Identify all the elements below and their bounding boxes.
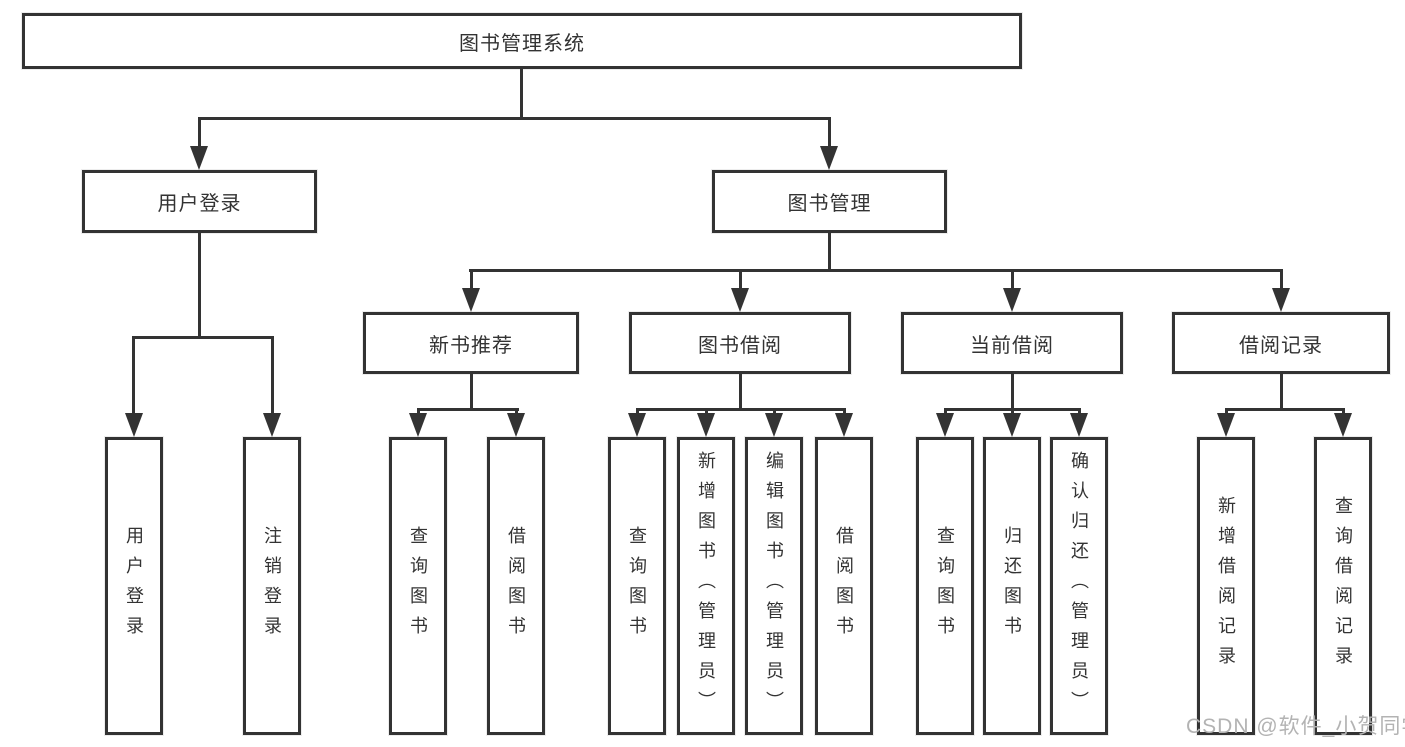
- arrow-down-icon: [1070, 413, 1088, 437]
- leaf-label: 新增图书（管理员）: [696, 451, 716, 721]
- connector-line: [132, 336, 135, 416]
- node-label: 借阅记录: [1239, 334, 1323, 357]
- leaf-label: 借阅图书: [834, 526, 854, 646]
- node-current-borrowing: 当前借阅: [901, 312, 1123, 374]
- arrow-down-icon: [697, 413, 715, 437]
- leaf-label: 查询借阅记录: [1333, 496, 1353, 676]
- connector-line: [198, 117, 201, 147]
- leaf-label: 注销登录: [262, 526, 282, 646]
- arrow-down-icon: [263, 413, 281, 437]
- leaf-user-login: 用户登录: [105, 437, 163, 735]
- node-label: 图书管理系统: [459, 32, 585, 55]
- leaf-borrow-books-recommend: 借阅图书: [487, 437, 545, 735]
- connector-line: [271, 336, 274, 416]
- connector-line: [417, 408, 519, 411]
- arrow-down-icon: [731, 288, 749, 312]
- arrow-down-icon: [820, 146, 838, 170]
- connector-line: [515, 408, 518, 416]
- connector-line: [198, 117, 831, 120]
- arrow-down-icon: [409, 413, 427, 437]
- arrow-down-icon: [1272, 288, 1290, 312]
- leaf-label: 借阅图书: [506, 526, 526, 646]
- arrow-down-icon: [936, 413, 954, 437]
- leaf-label: 归还图书: [1002, 526, 1022, 646]
- connector-line: [1280, 269, 1283, 290]
- connector-line: [1225, 408, 1228, 416]
- node-new-book-recommendation: 新书推荐: [363, 312, 579, 374]
- node-book-management: 图书管理: [712, 170, 947, 233]
- connector-line: [520, 67, 523, 119]
- leaf-query-books-borrowing: 查询图书: [608, 437, 666, 735]
- connector-line: [469, 269, 1283, 272]
- arrow-down-icon: [462, 288, 480, 312]
- connector-line: [843, 408, 846, 416]
- connector-line: [828, 231, 831, 271]
- leaf-label: 用户登录: [124, 526, 144, 646]
- node-root: 图书管理系统: [22, 13, 1022, 69]
- arrow-down-icon: [125, 413, 143, 437]
- node-label: 图书管理: [787, 193, 872, 215]
- leaf-add-borrow-record: 新增借阅记录: [1197, 437, 1255, 735]
- leaf-label: 查询图书: [627, 526, 647, 646]
- connector-line: [739, 269, 742, 290]
- arrow-down-icon: [835, 413, 853, 437]
- leaf-query-books-recommend: 查询图书: [389, 437, 447, 735]
- connector-line: [1011, 269, 1014, 290]
- leaf-label: 新增借阅记录: [1216, 496, 1236, 676]
- connector-line: [132, 336, 274, 339]
- connector-line: [1011, 408, 1014, 416]
- node-label: 图书借阅: [698, 334, 782, 357]
- connector-line: [1280, 372, 1283, 410]
- leaf-edit-books-admin: 编辑图书（管理员）: [745, 437, 803, 735]
- connector-line: [470, 269, 473, 290]
- connector-line: [636, 408, 639, 416]
- leaf-add-books-admin: 新增图书（管理员）: [677, 437, 735, 735]
- leaf-return-books: 归还图书: [983, 437, 1041, 735]
- connector-line: [773, 408, 776, 416]
- leaf-query-books-current: 查询图书: [916, 437, 974, 735]
- leaf-logout: 注销登录: [243, 437, 301, 735]
- connector-line: [636, 408, 846, 411]
- arrow-down-icon: [507, 413, 525, 437]
- arrow-down-icon: [628, 413, 646, 437]
- leaf-label: 编辑图书（管理员）: [764, 451, 784, 721]
- node-label: 当前借阅: [970, 334, 1054, 357]
- connector-line: [1078, 408, 1081, 416]
- arrow-down-icon: [1003, 413, 1021, 437]
- leaf-confirm-return-admin: 确认归还（管理员）: [1050, 437, 1108, 735]
- connector-line: [1342, 408, 1345, 416]
- arrow-down-icon: [1003, 288, 1021, 312]
- node-book-borrowing: 图书借阅: [629, 312, 851, 374]
- connector-line: [739, 372, 742, 410]
- connector-line: [198, 231, 201, 338]
- leaf-query-borrow-record: 查询借阅记录: [1314, 437, 1372, 735]
- node-label: 用户登录: [157, 193, 242, 215]
- arrow-down-icon: [190, 146, 208, 170]
- csdn-watermark: CSDN @软件_小贺同学: [1186, 715, 1405, 738]
- arrow-down-icon: [1334, 413, 1352, 437]
- node-label: 新书推荐: [429, 334, 513, 357]
- leaf-label: 确认归还（管理员）: [1069, 451, 1089, 721]
- node-borrowing-records: 借阅记录: [1172, 312, 1390, 374]
- arrow-down-icon: [1217, 413, 1235, 437]
- connector-line: [705, 408, 708, 416]
- arrow-down-icon: [765, 413, 783, 437]
- connector-line: [944, 408, 947, 416]
- leaf-label: 查询图书: [408, 526, 428, 646]
- connector-line: [828, 117, 831, 147]
- connector-line: [1011, 372, 1014, 410]
- connector-line: [1225, 408, 1345, 411]
- leaf-borrow-books-borrowing: 借阅图书: [815, 437, 873, 735]
- node-user-login: 用户登录: [82, 170, 317, 233]
- connector-line: [470, 372, 473, 410]
- leaf-label: 查询图书: [935, 526, 955, 646]
- connector-line: [417, 408, 420, 416]
